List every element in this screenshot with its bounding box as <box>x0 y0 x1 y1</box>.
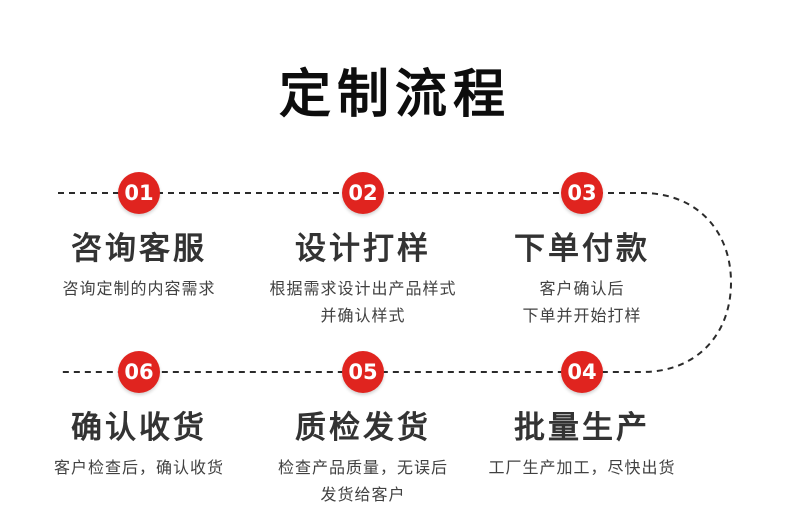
step-06: 06 确认收货 客户检查后，确认收货 <box>14 351 264 481</box>
step-description: 客户确认后 下单并开始打样 <box>457 275 707 329</box>
step-04: 04 批量生产 工厂生产加工，尽快出货 <box>457 351 707 481</box>
step-number: 06 <box>124 360 154 384</box>
step-number-badge: 02 <box>342 172 384 214</box>
step-desc-line: 下单并开始打样 <box>522 306 642 325</box>
step-description: 工厂生产加工，尽快出货 <box>457 454 707 481</box>
step-03: 03 下单付款 客户确认后 下单并开始打样 <box>457 172 707 329</box>
step-desc-line: 检查产品质量，无误后 <box>277 458 448 477</box>
step-desc-line: 并确认样式 <box>320 306 406 325</box>
step-number-badge: 06 <box>118 351 160 393</box>
step-number-badge: 01 <box>118 172 160 214</box>
page-title: 定制流程 <box>278 65 511 125</box>
step-description: 检查产品质量，无误后 发货给客户 <box>238 454 488 508</box>
step-desc-line: 工厂生产加工，尽快出货 <box>488 458 676 477</box>
step-number-badge: 04 <box>561 351 603 393</box>
step-title: 咨询客服 <box>71 231 207 267</box>
step-description: 根据需求设计出产品样式 并确认样式 <box>238 275 488 329</box>
step-02: 02 设计打样 根据需求设计出产品样式 并确认样式 <box>238 172 488 329</box>
step-number: 02 <box>348 181 378 205</box>
step-desc-line: 咨询定制的内容需求 <box>62 279 216 298</box>
step-desc-line: 根据需求设计出产品样式 <box>269 279 457 298</box>
step-description: 客户检查后，确认收货 <box>14 454 264 481</box>
step-number: 01 <box>124 181 154 205</box>
step-number: 04 <box>567 360 597 384</box>
step-title: 下单付款 <box>514 231 650 267</box>
step-title: 确认收货 <box>71 410 207 446</box>
step-01: 01 咨询客服 咨询定制的内容需求 <box>14 172 264 302</box>
step-number: 05 <box>348 360 378 384</box>
step-title: 质检发货 <box>295 410 431 446</box>
step-title: 设计打样 <box>295 231 431 267</box>
step-desc-line: 发货给客户 <box>320 485 406 504</box>
step-number-badge: 05 <box>342 351 384 393</box>
step-desc-line: 客户确认后 <box>539 279 625 298</box>
step-title: 批量生产 <box>514 410 650 446</box>
step-description: 咨询定制的内容需求 <box>14 275 264 302</box>
step-number-badge: 03 <box>561 172 603 214</box>
step-desc-line: 客户检查后，确认收货 <box>53 458 224 477</box>
step-number: 03 <box>567 181 597 205</box>
step-05: 05 质检发货 检查产品质量，无误后 发货给客户 <box>238 351 488 508</box>
